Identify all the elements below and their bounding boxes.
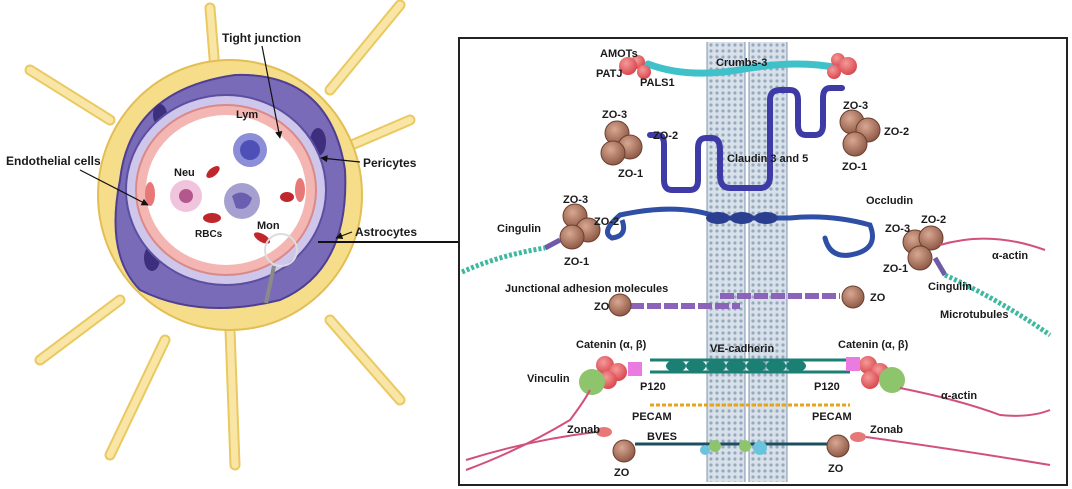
neutrophil-nucleus [179,189,193,203]
patj-complex [619,57,637,75]
actin-zonab-left [465,431,597,461]
label-zo-bottom-right: ZO [828,463,844,475]
label-zo3-claudin-right: ZO-3 [843,100,868,112]
zo-cluster-occludin-right [902,225,944,271]
occludin-protein [617,206,875,258]
label-jam: Junctional adhesion molecules [505,283,668,295]
amots-complex-right [827,65,841,79]
catenin-cluster-right [846,356,905,393]
endothelial-nucleus [295,178,305,202]
actin-top [939,237,1046,251]
label-mon: Mon [257,220,280,232]
label-bves: BVES [647,431,677,443]
label-astrocytes: Astrocytes [355,225,417,239]
label-pecam-left: PECAM [632,411,672,423]
claudin-protein [647,85,845,193]
capillary-cross-section [24,0,416,471]
monocyte-nucleus [232,192,252,209]
label-lym: Lym [236,109,258,121]
label-zo2-occludin-left: ZO-2 [594,216,619,228]
label-endothelial-cells: Endothelial cells [6,154,101,168]
label-zo2-claudin-right: ZO-2 [884,126,909,138]
label-pecam-right: PECAM [812,411,852,423]
zo-cluster-claudin-left [600,120,643,166]
label-vinculin: Vinculin [527,373,570,385]
label-zo3-occludin-left: ZO-3 [563,194,588,206]
astrocyte-processes-fill [26,1,414,469]
label-cingulin-right: Cingulin [928,281,972,293]
zo-jam-right [841,285,865,309]
zonab-right [850,432,866,442]
label-zonab-right: Zonab [870,424,903,436]
lymphocyte-nucleus [240,140,260,160]
endothelial-nucleus [145,182,155,206]
occludin-loop-left [605,213,627,241]
label-alpha-actin-bottom: α-actin [941,390,977,402]
cingulin-right [932,256,948,277]
catenin-cluster-left [579,356,642,395]
label-zo-jam-right: ZO [870,292,886,304]
label-rbcs: RBCs [195,229,223,240]
label-zo-bottom-left: ZO [614,467,630,479]
red-blood-cell [206,166,220,178]
red-blood-cell [203,213,221,223]
label-zo3-occludin-right: ZO-3 [885,223,910,235]
red-blood-cell [253,232,271,244]
label-zo1-claudin-right: ZO-1 [842,161,867,173]
label-p120-right: P120 [814,381,840,393]
label-p120-left: P120 [640,381,666,393]
patj-complex-right [839,57,857,75]
label-ve-cadherin: VE-cadherin [710,343,774,355]
zo-cluster-claudin-right [839,109,881,157]
cingulin-left [543,237,562,251]
label-pals1: PALS1 [640,77,675,89]
label-zonab-left: Zonab [567,424,600,436]
occludin-segments [706,212,778,224]
ve-cadherin-protein [650,358,850,374]
label-tight-junction: Tight junction [222,31,301,45]
red-blood-cell [280,192,294,202]
zo-bottom-left [612,439,636,463]
label-patj: PATJ [596,68,623,80]
label-alpha-actin-top: α-actin [992,250,1028,262]
actin-bottom-right [899,387,1051,417]
label-zo1-claudin-left: ZO-1 [618,168,643,180]
label-catenin-right: Catenin (α, β) [838,339,909,351]
label-catenin-left: Catenin (α, β) [576,339,647,351]
microtubule-right [943,272,1052,338]
label-zo-jam-left: ZO [594,301,610,313]
label-crumbs3: Crumbs-3 [716,57,767,69]
zo-cluster-occludin-left [559,203,601,250]
zo-bottom-right [826,434,850,458]
zoom-lens [264,233,298,267]
actin-bottom-left [465,389,591,471]
label-occludin: Occludin [866,195,913,207]
zo-jam-left [608,293,632,317]
label-zo2-claudin-left: ZO-2 [653,130,678,142]
label-pericytes: Pericytes [363,156,417,170]
label-claudin: Claudin 3 and 5 [727,153,808,165]
lumen [146,115,306,265]
label-zo2-occludin-right: ZO-2 [921,214,946,226]
bves-protein [635,440,840,455]
label-zo3-claudin-left: ZO-3 [602,109,627,121]
zoom-lens-handle [264,265,276,304]
label-zo1-occludin-left: ZO-1 [564,256,589,268]
actin-zonab-right [865,436,1051,466]
crumbs3-protein [644,60,842,77]
microtubule-left [460,245,546,275]
label-cingulin-left: Cingulin [497,223,541,235]
label-zo1-occludin-right: ZO-1 [883,263,908,275]
label-amots: AMOTs [600,48,638,60]
label-neu: Neu [174,167,195,179]
label-microtubules: Microtubules [940,309,1008,321]
zonab-left [596,427,612,437]
amots-complex [637,65,651,79]
